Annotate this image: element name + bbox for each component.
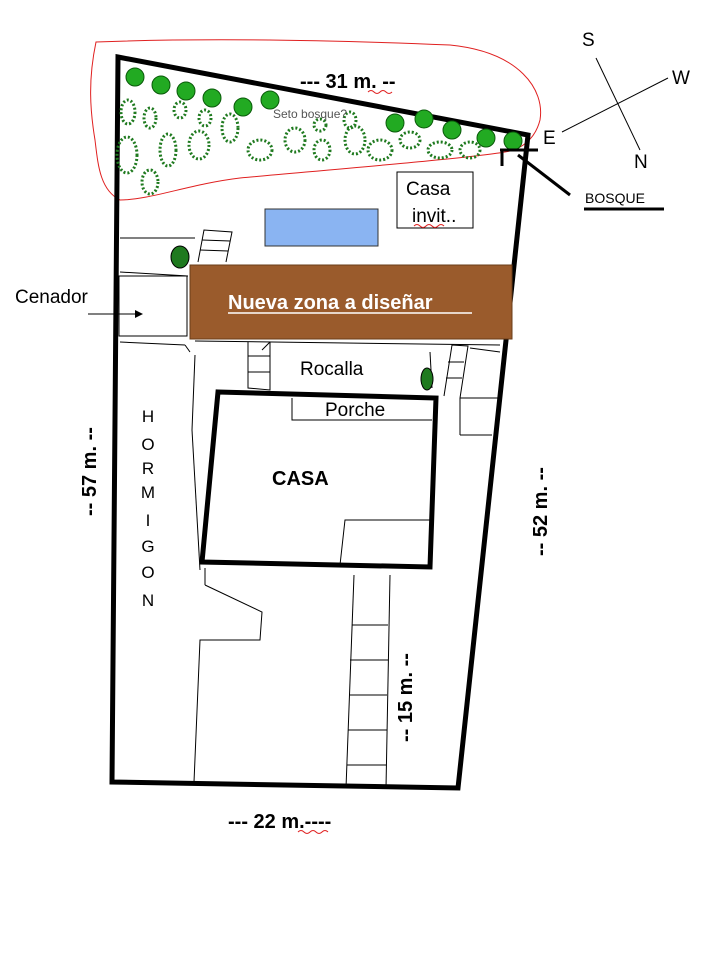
compass: S W E N <box>543 30 690 173</box>
top-measure: --- 31 m. -- <box>300 71 396 93</box>
right-stairs <box>443 344 501 436</box>
shrub-icon <box>187 129 211 161</box>
shrub-icon <box>246 138 274 162</box>
porch <box>291 398 432 421</box>
compass-w-label: W <box>672 68 690 89</box>
bottom-measure: --- 22 m.---- <box>228 811 331 833</box>
tree-icon <box>442 120 462 140</box>
walkway <box>345 574 391 789</box>
top-measure-underline <box>367 90 393 94</box>
concrete-label-letter: G <box>141 537 154 556</box>
shrub-icon <box>172 100 188 120</box>
shrub-icon <box>158 132 178 168</box>
concrete-label-letter: N <box>142 591 154 610</box>
shrub-icon <box>426 140 454 160</box>
gazebo <box>118 275 188 337</box>
shrub-icon <box>312 117 328 133</box>
concrete-label-letter: O <box>141 563 154 582</box>
guest-house-label-line2: invit.. <box>412 206 456 227</box>
shrub-icon <box>366 138 394 162</box>
hedge-label: Seto bosque? <box>273 107 347 121</box>
plot-boundary <box>109 53 531 791</box>
tree-icon <box>202 88 222 108</box>
shrub-icon <box>312 138 332 162</box>
guest-house-label-line1: Casa <box>406 179 451 200</box>
guest-house-underline <box>413 224 445 228</box>
concrete-label-letter: H <box>142 407 154 426</box>
shrub-icon <box>220 112 240 144</box>
gazebo-label: Cenador <box>15 287 89 308</box>
new-zone <box>189 264 513 340</box>
house <box>199 389 439 570</box>
tree-icon <box>260 90 280 110</box>
tree-icon <box>176 81 196 101</box>
rockery-label: Rocalla <box>300 359 364 380</box>
shrub-icon <box>343 124 367 156</box>
tree-icon <box>476 128 496 148</box>
shrub-near-gazebo <box>170 245 190 269</box>
concrete-label-letter: R <box>142 459 154 478</box>
tree-icon <box>151 75 171 95</box>
hedge-trees <box>125 67 523 151</box>
tree-icon <box>414 109 434 129</box>
shrub-icon <box>142 106 158 130</box>
tree-icon <box>125 67 145 87</box>
tree-icon <box>385 113 405 133</box>
shrub-icon <box>342 110 358 130</box>
upper-left-stairs <box>197 229 233 263</box>
pool <box>264 208 379 247</box>
middle-stairs <box>247 342 271 391</box>
compass-e-label: E <box>543 128 556 149</box>
concrete-label-letter: M <box>141 483 155 502</box>
forest-pointer <box>500 148 571 197</box>
compass-s-label: S <box>582 30 595 51</box>
concrete-label-letter: O <box>141 435 154 454</box>
new-zone-label: Nueva zona a diseñar <box>228 292 433 314</box>
house-inner-corner <box>339 519 431 566</box>
terrace-lines <box>119 237 201 571</box>
house-label: CASA <box>272 468 329 490</box>
gazebo-arrow-head <box>135 310 143 318</box>
tree-icon <box>233 97 253 117</box>
shrub-icon <box>398 130 422 150</box>
compass-n-label: N <box>634 152 648 173</box>
porch-label: Porche <box>325 400 385 421</box>
concrete-paths <box>193 568 263 783</box>
shrub-icon <box>458 140 482 160</box>
concrete-label-letter: I <box>146 511 151 530</box>
shrub-near-rockery <box>420 367 434 391</box>
shrub-icon <box>197 108 213 128</box>
shrub-icon <box>115 135 139 175</box>
shrub-icon <box>140 168 160 196</box>
forest-label: BOSQUE <box>585 190 645 206</box>
bottom-measure-underline <box>297 830 329 834</box>
hedge-shrubs <box>115 98 482 196</box>
shrub-icon <box>119 98 137 126</box>
inner-measure: -- 15 m. -- <box>395 653 417 742</box>
left-measure: -- 57 m. -- <box>79 427 101 516</box>
right-measure: -- 52 m. -- <box>530 467 552 556</box>
shrub-icon <box>283 126 307 154</box>
tree-icon <box>503 131 523 151</box>
